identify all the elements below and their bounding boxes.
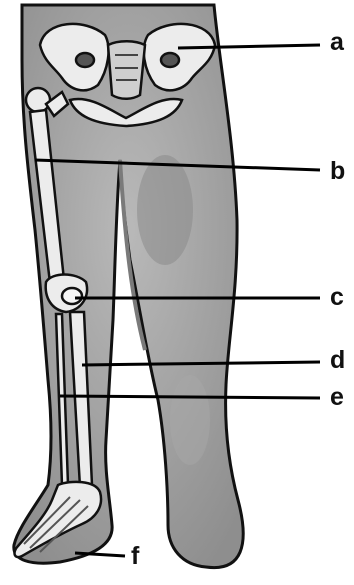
knee-joint [46,275,87,313]
calf-shadow [170,375,210,465]
callout-line-d [82,362,320,365]
callout-line-e [60,396,320,398]
label-b: b [330,157,354,185]
label-e: e [330,383,354,411]
thigh-shadow [137,155,193,265]
label-a: a [330,28,354,56]
label-d: d [330,346,354,374]
label-c: c [330,283,354,311]
label-f: f [131,542,161,570]
